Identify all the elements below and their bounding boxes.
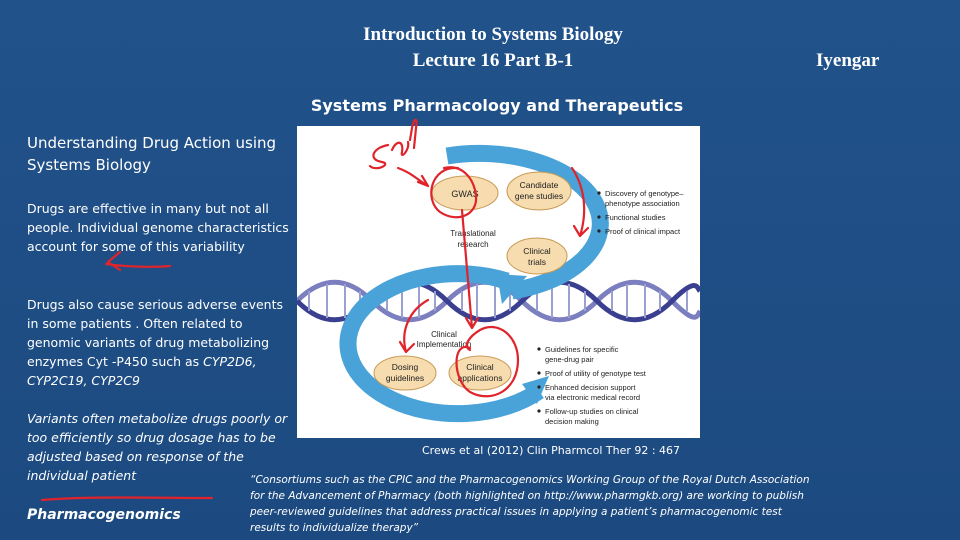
bottom-bullet-text: Proof of utility of genotype test xyxy=(545,369,647,378)
figure-diagram: GWAS Candidate gene studies Translationa… xyxy=(297,144,700,426)
bottom-bullet-dot xyxy=(537,409,541,413)
figure-caption: Crews et al (2012) Clin Pharmcol Ther 92… xyxy=(422,444,681,457)
bottom-bullet-dot xyxy=(537,385,541,389)
dosing-label-1: Dosing xyxy=(392,362,419,372)
pharmacogenomics-figure: GWAS Candidate gene studies Translationa… xyxy=(297,126,700,438)
top-bullet-dot xyxy=(597,191,601,195)
translational-label-2: research xyxy=(457,240,488,249)
clinical-applications-label-2: applications xyxy=(458,373,503,383)
author-name: Iyengar xyxy=(816,50,880,71)
slide-title-line2: Lecture 16 Part B-1 xyxy=(412,50,574,71)
bullet-list-top: Discovery of genotype–phenotype associat… xyxy=(597,189,684,236)
translational-label-1: Translational xyxy=(450,229,496,238)
bottom-cycle-arrow xyxy=(339,265,544,423)
bottom-arrow-head xyxy=(522,376,549,404)
gwas-label: GWAS xyxy=(451,189,478,199)
bottom-bullet-text: decision making xyxy=(545,417,599,426)
bottom-bullet-text: Guidelines for specific xyxy=(545,345,619,354)
top-bullet-text: Discovery of genotype– xyxy=(605,189,684,198)
slide-subtitle: Systems Pharmacology and Therapeutics xyxy=(310,96,684,115)
section-heading: Understanding Drug Action using Systems … xyxy=(27,134,277,174)
clinical-impl-label-1: Clinical xyxy=(431,330,457,339)
bottom-bullet-dot xyxy=(537,347,541,351)
clinical-trials-label-2: trials xyxy=(528,257,546,267)
clinical-trials-label-1: Clinical xyxy=(523,246,551,256)
quote-text: “Consortiums such as the CPIC and the Ph… xyxy=(250,474,810,534)
top-bullet-text: Functional studies xyxy=(605,213,666,222)
paragraph-adverse-events-text: Drugs also cause serious adverse events … xyxy=(27,297,283,369)
dosing-node xyxy=(373,355,437,391)
gene-names: CYP2D6, CYP2C19, CYP2C9 xyxy=(27,354,257,388)
bottom-bullet-text: gene-drug pair xyxy=(545,355,594,364)
top-bullet-dot xyxy=(597,215,601,219)
slide-title-line1: Introduction to Systems Biology xyxy=(363,24,623,45)
top-bullet-dot xyxy=(597,229,601,233)
bottom-bullet-text: via electronic medical record xyxy=(545,393,640,402)
clinical-trials-node xyxy=(506,237,568,275)
dosing-label-2: guidelines xyxy=(386,373,424,383)
keyword-pharmacogenomics: Pharmacogenomics xyxy=(27,507,181,523)
bottom-bullet-dot xyxy=(537,371,541,375)
clinical-impl-label-2: Implementation xyxy=(417,340,472,349)
clinical-applications-label-1: Clinical xyxy=(466,362,494,372)
top-bullet-text: phenotype association xyxy=(605,199,680,208)
paragraph-drug-effectiveness: Drugs are effective in many but not all … xyxy=(27,201,289,254)
top-bullet-text: Proof of clinical impact xyxy=(605,227,681,236)
candidate-label-1: Candidate xyxy=(520,180,559,190)
top-cycle-arrow xyxy=(445,144,609,300)
paragraph-adverse-events: Drugs also cause serious adverse events … xyxy=(27,295,292,390)
bottom-bullet-text: Enhanced decision support xyxy=(545,383,636,392)
paragraph-variants: Variants often metabolize drugs poorly o… xyxy=(27,411,288,483)
candidate-label-2: gene studies xyxy=(515,191,563,201)
bottom-bullet-text: Follow-up studies on clinical xyxy=(545,407,639,416)
